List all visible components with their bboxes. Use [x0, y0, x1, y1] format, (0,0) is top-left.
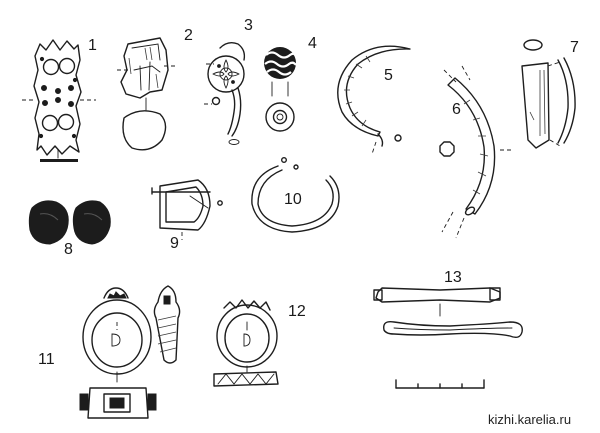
figure-number-10: 10 — [284, 191, 302, 208]
artifact-4-glass-bead — [264, 47, 297, 132]
figure-number-3: 3 — [244, 17, 253, 34]
figure-number-13: 13 — [444, 269, 462, 286]
artifact-3-rosette-pendant — [204, 41, 246, 145]
artifact-6-curved-rod — [439, 65, 512, 239]
artifact-9-buckle — [151, 179, 223, 240]
figure-number-6: 6 — [452, 101, 461, 118]
artifact-10-bracelet — [251, 156, 340, 233]
figure-number-12: 12 — [288, 303, 306, 320]
artifact-5-crescent-hook — [337, 45, 411, 155]
artifact-11-signet-ring — [79, 285, 181, 419]
artifact-13-wire-strip — [373, 287, 523, 339]
artifact-1-openwork-plaque — [22, 39, 96, 162]
artifact-12-crowned-ring — [213, 299, 279, 387]
artifact-2-mount — [117, 37, 176, 151]
scale-bar — [395, 379, 485, 389]
figure-number-8: 8 — [64, 241, 73, 258]
source-watermark: kizhi.karelia.ru — [488, 412, 571, 427]
artifact-7-tapered-tube — [521, 39, 576, 149]
figure-number-5: 5 — [384, 67, 393, 84]
figure-number-11: 11 — [38, 351, 55, 368]
figure-number-7: 7 — [570, 39, 579, 56]
artifact-8-dark-objects — [28, 200, 111, 245]
figure-number-4: 4 — [308, 35, 317, 52]
figure-number-9: 9 — [170, 235, 179, 252]
figure-number-1: 1 — [88, 37, 97, 54]
figure-number-2: 2 — [184, 27, 193, 44]
